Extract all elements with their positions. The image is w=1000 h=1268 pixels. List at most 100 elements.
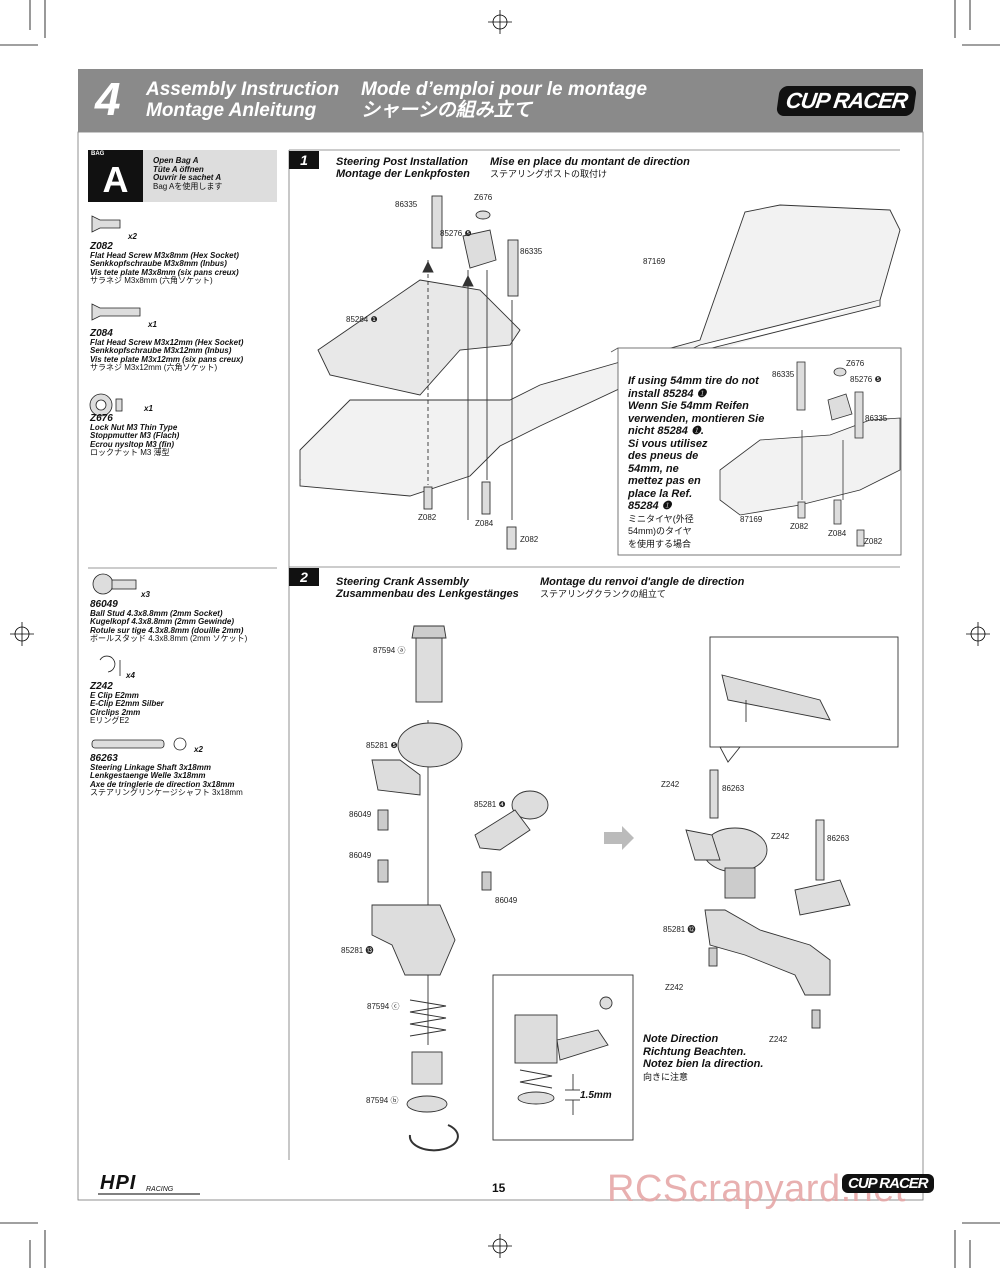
part-z242: Z242 E Clip E2mm E-Clip E2mm Silber Circ…	[90, 682, 164, 726]
label-85276: 85276 ❺	[440, 229, 472, 238]
part-code: Z676	[90, 413, 113, 424]
step1-title-jp: ステアリングポストの取付け	[490, 169, 608, 179]
part-desc-de: Kugelkopf 4.3x8.8mm (2mm Gewinde)	[90, 617, 235, 627]
bag-line: Open Bag A	[153, 156, 199, 165]
part-desc-en: Lock Nut M3 Thin Type	[90, 422, 178, 432]
part-desc-en: Flat Head Screw M3x8mm (Hex Socket)	[90, 250, 239, 260]
title-fr: Mode d’emploi pour le montage	[361, 79, 648, 100]
bag-letter: A	[88, 150, 143, 202]
page-number: 15	[492, 1181, 506, 1195]
cup-racer-logo-small: CUP RACER	[842, 1174, 934, 1193]
label-z242: Z242	[769, 1035, 788, 1044]
label-z242: Z242	[665, 983, 684, 992]
part-z676: Z676 Lock Nut M3 Thin Type Stoppmutter M…	[90, 413, 180, 458]
step2-title-de: Zusammenbau des Lenkgestänges	[336, 588, 519, 600]
step2-number: 2	[289, 568, 319, 586]
part-desc-fr: Circlips 2mm	[90, 707, 141, 717]
part-desc-en: Steering Linkage Shaft 3x18mm	[90, 762, 211, 772]
part-code: 86263	[90, 753, 118, 764]
label-86263: 86263	[722, 784, 745, 793]
hpi-racing-sub: RACING	[146, 1186, 174, 1193]
label-87594c: 87594 ⓒ	[367, 1002, 400, 1011]
note-line: place la Ref.	[628, 487, 693, 500]
label-85281-4: 85281 ❹	[474, 800, 506, 809]
bag-instructions: Open Bag A Tüte A öffnen Ouvrir le sache…	[153, 156, 223, 191]
label-86335: 86335	[520, 247, 543, 256]
part-desc-de: Stoppmutter M3 (Flach)	[90, 431, 180, 441]
step2-title-jp: ステアリングクランクの組立て	[540, 589, 666, 599]
part-desc-fr: Rotule sur tige 4.3x8.8mm (douille 2mm)	[90, 625, 244, 635]
note-line: 向きに注意	[643, 1071, 689, 1082]
part-desc-jp: サラネジ M3x12mm (六角ソケット)	[90, 363, 218, 373]
step1-inset-note: If using 54mm tire do not install 85284 …	[628, 375, 764, 550]
label-85284: 85284 ❶	[346, 315, 378, 324]
part-qty: x3	[141, 590, 150, 599]
step1-title-fr: Mise en place du montant de direction	[490, 156, 690, 168]
label-85281-5: 85281 ❺	[366, 741, 398, 750]
inset-label-z082: Z082	[864, 537, 883, 546]
step1-chassis-drawing	[299, 195, 901, 550]
note-line: を使用する場合	[628, 538, 692, 549]
label-86049: 86049	[349, 810, 372, 819]
step1-title-en: Steering Post Installation	[336, 156, 469, 168]
clearance-measure: 1.5mm	[580, 1090, 612, 1101]
label-85281-12: 85281 ⓬	[663, 925, 696, 934]
part-desc-jp: ボールスタッド 4.3x8.8mm (2mm ソケット)	[90, 634, 248, 644]
label-87169: 87169	[643, 257, 666, 266]
part-desc-fr: Axe de tringlerie de direction 3x18mm	[90, 779, 235, 789]
part-desc-de: Senkkopfschraube M3x12mm (Inbus)	[90, 346, 232, 356]
title-en: Assembly Instruction	[146, 79, 340, 100]
label-86049: 86049	[495, 896, 518, 905]
note-line: ミニタイヤ(外径	[628, 513, 694, 524]
note-line: nicht 85284 ❶.	[628, 425, 704, 437]
note-line: install 85284 ❶	[628, 387, 707, 400]
label-86049: 86049	[349, 851, 372, 860]
note-line: Wenn Sie 54mm Reifen	[628, 400, 749, 412]
label-86263: 86263	[827, 834, 850, 843]
section-number: 4	[95, 73, 121, 125]
inset-label-86335: 86335	[865, 414, 888, 423]
bag-line: Bag Aを使用します	[153, 181, 223, 191]
inset-label-z676: Z676	[846, 359, 865, 368]
step1-title-de: Montage der Lenkpfosten	[336, 168, 470, 180]
step2-title-en: Steering Crank Assembly	[336, 576, 469, 588]
step1-title-en-de: Steering Post Installation Montage der L…	[336, 156, 470, 180]
page-border	[77, 131, 924, 1201]
note-line: Si vous utilisez	[628, 437, 708, 450]
note-line: Notez bien la direction.	[643, 1058, 764, 1070]
part-z082: Z082 Flat Head Screw M3x8mm (Hex Socket)…	[90, 241, 239, 286]
part-desc-jp: ステアリングリンケージシャフト 3x18mm	[90, 788, 243, 798]
label-z084: Z084	[475, 519, 494, 528]
step2-crank-drawing	[371, 625, 899, 1152]
part-z084: Z084 Flat Head Screw M3x12mm (Hex Socket…	[90, 329, 244, 373]
note-line: des pneus de	[628, 450, 699, 462]
part-desc-jp: EリングE2	[90, 716, 130, 726]
part-icons	[89, 215, 187, 751]
part-desc-de: Senkkopfschraube M3x8mm (Inbus)	[90, 259, 227, 269]
inset-label-87169: 87169	[740, 515, 763, 524]
step1-number: 1	[289, 151, 319, 169]
part-desc-jp: サラネジ M3x8mm (六角ソケット)	[90, 276, 213, 286]
label-87594a: 87594 ⓐ	[373, 646, 406, 655]
step2-direction-note: Note Direction Richtung Beachten. Notez …	[643, 1033, 763, 1083]
inset-label-z082: Z082	[790, 522, 809, 531]
step2-title-fr-jp: Montage du renvoi d'angle de direction ス…	[540, 576, 744, 600]
title-en-de: Assembly Instruction Montage Anleitung	[146, 79, 339, 121]
part-86049: 86049 Ball Stud 4.3x8.8mm (2mm Socket) K…	[90, 599, 248, 644]
part-code: Z082	[90, 241, 113, 252]
note-line: Richtung Beachten.	[643, 1045, 747, 1058]
note-line: Note Direction	[643, 1033, 719, 1045]
title-jp: シャーシの組み立て	[361, 100, 532, 121]
step2-title-fr: Montage du renvoi d'angle de direction	[540, 576, 745, 588]
cup-racer-logo: CUP RACER	[775, 86, 918, 116]
label-z242: Z242	[661, 780, 680, 789]
note-line: 54mm)のタイヤ	[628, 526, 692, 536]
step2-title-en-de: Steering Crank Assembly Zusammenbau des …	[336, 576, 519, 600]
label-86335: 86335	[395, 200, 418, 209]
bag-small-label: BAG	[91, 151, 105, 157]
bag-line: Ouvrir le sachet A	[153, 173, 222, 182]
part-desc-fr: Vis tete plate M3x12mm (six pans creux)	[90, 354, 244, 364]
part-code: 86049	[90, 599, 118, 610]
label-85281-13: 85281 ⓭	[341, 946, 374, 955]
